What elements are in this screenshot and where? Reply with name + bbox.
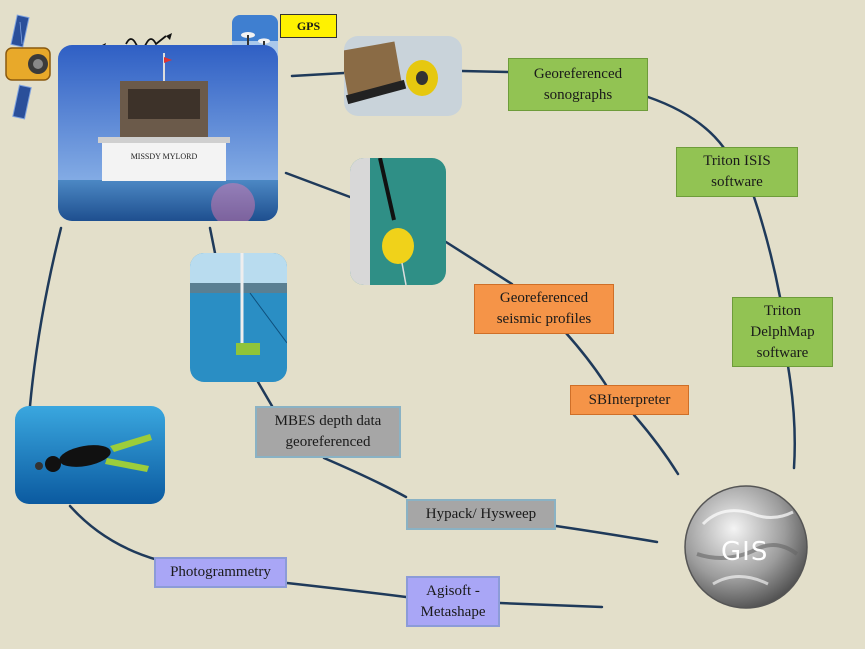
connector-boat-seismic <box>284 171 352 199</box>
node-triton-delphmap-software: Triton DelphMap software <box>732 297 833 367</box>
node-hypack-hysweep: Hypack/ Hysweep <box>406 499 556 530</box>
node-georeferenced-seismic-profiles: Georeferenced seismic profiles <box>474 284 614 334</box>
sidescan-winch-photo <box>344 36 462 116</box>
connector-isis-delphmap <box>752 195 782 299</box>
connector-agisoft-end <box>498 601 604 609</box>
mbes-underwater-photo <box>190 253 287 382</box>
node-sbinterpreter: SBInterpreter <box>570 385 689 415</box>
connector-seismic-profile <box>444 240 514 286</box>
connector-mbes-photo-box <box>256 380 274 408</box>
boat-name-plate: MISSDY MYLORD <box>131 152 198 161</box>
gis-globe-icon <box>684 485 808 609</box>
connector-boat-mbes <box>208 226 217 255</box>
node-agisoft-metashape: Agisoft - Metashape <box>406 576 500 627</box>
connector-sbinterpreter-gis <box>632 413 680 476</box>
gis-label: GIS <box>721 537 769 567</box>
node-photogrammetry: Photogrammetry <box>154 557 287 588</box>
connector-photogrammetry-agisoft <box>285 581 408 599</box>
satellite-icon <box>5 14 51 120</box>
node-mbes-depth-data: MBES depth data georeferenced <box>255 406 401 458</box>
connector-mbes-hypack <box>322 456 408 499</box>
connector-diver-photogrammetry <box>68 504 160 562</box>
connector-delphmap-gis <box>786 364 796 470</box>
node-triton-isis-software: Triton ISIS software <box>676 147 798 197</box>
gps-label: GPS <box>280 14 337 38</box>
connector-sonographs-isis <box>646 95 726 150</box>
node-georeferenced-sonographs: Georeferenced sonographs <box>508 58 648 111</box>
connector-sidescan-sonographs <box>460 69 510 74</box>
connector-hypack-gis <box>554 524 659 544</box>
seismic-source-photo <box>350 158 446 285</box>
connector-boat-diver <box>28 226 63 408</box>
connector-profile-sbinterpreter <box>564 331 608 387</box>
connector-boat-sidescan <box>290 71 346 78</box>
survey-boat-photo: MISSDY MYLORD <box>58 45 278 221</box>
diver-photo <box>15 406 165 504</box>
